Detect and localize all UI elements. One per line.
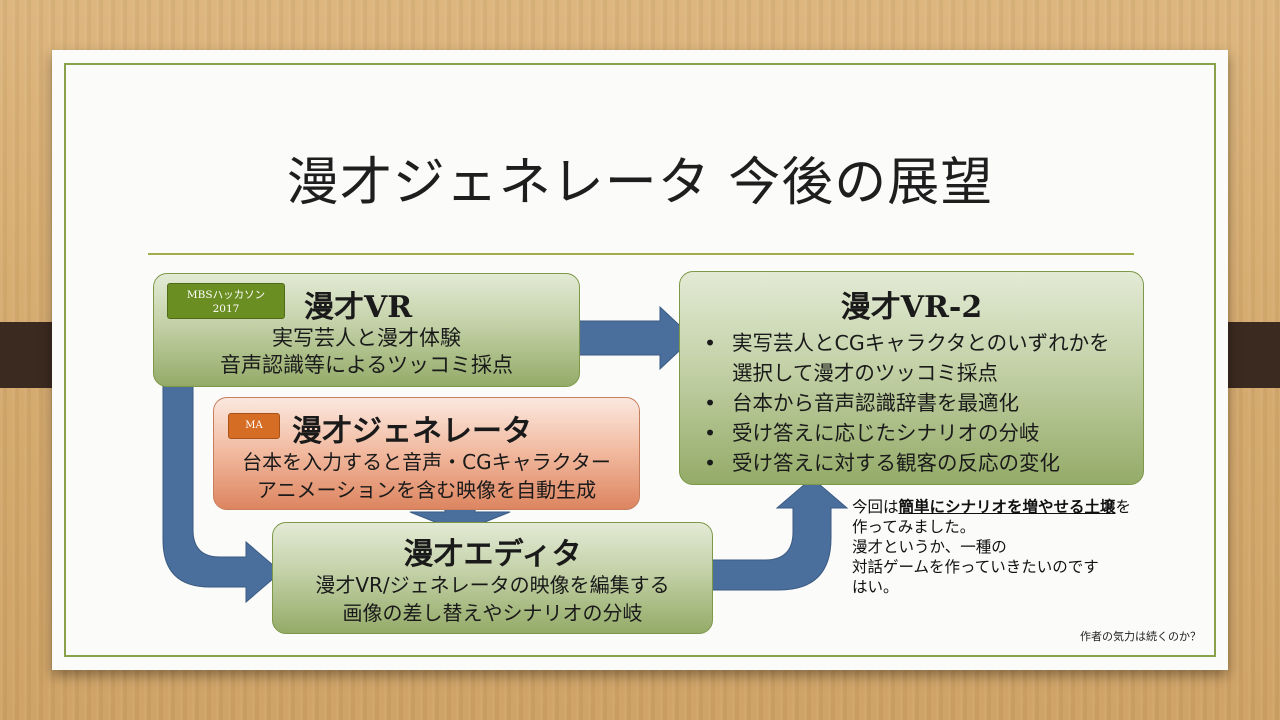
arrow-vr-to-editor (162, 372, 282, 604)
vr2-item-text: 受け答えに対する観客の反応の変化 (732, 451, 1060, 475)
note-line-2: 作ってみました。 (852, 518, 976, 536)
bullet-icon: • (704, 331, 717, 355)
box-manzai-generator: 漫才ジェネレータ 台本を入力すると音声・CGキャラクター アニメーションを含む映… (213, 397, 640, 510)
box-generator-line-2: アニメーションを含む映像を自動生成 (256, 478, 597, 502)
box-manzai-editor: 漫才エディタ 漫才VR/ジェネレータの映像を編集する 画像の差し替えやシナリオの… (272, 522, 713, 634)
box-editor-line-1: 漫才VR/ジェネレータの映像を編集する (315, 573, 670, 597)
badge-ma: MA (228, 413, 280, 439)
arrow-vr-to-vr2 (572, 305, 694, 371)
note-line-1: 今回は簡単にシナリオを増やせる土壌を (852, 497, 1182, 517)
vr2-item-text-cont: 選択して漫才のツッコミ採点 (732, 361, 998, 385)
note-line-3: 漫才というか、一種の (852, 538, 1007, 556)
vr2-item: • 実写芸人とCGキャラクタとのいずれかを 選択して漫才のツッコミ採点 (704, 328, 1110, 388)
vr2-item-text: 受け答えに応じたシナリオの分岐 (732, 421, 1040, 445)
box-manzai-vr2: 漫才VR-2 • 実写芸人とCGキャラクタとのいずれかを 選択して漫才のツッコミ… (679, 271, 1144, 485)
box-generator-line-1: 台本を入力すると音声・CGキャラクター (242, 450, 611, 474)
vr2-item-text: 台本から音声認識辞書を最適化 (732, 391, 1019, 415)
note-suffix: を (1115, 498, 1132, 516)
vr2-item: • 台本から音声認識辞書を最適化 (704, 388, 1110, 418)
arrow-editor-to-vr2 (708, 477, 849, 591)
slide-frame (64, 63, 1216, 657)
note-line-4: 対話ゲームを作っていきたいのです (852, 558, 1099, 576)
bullet-icon: • (704, 421, 717, 445)
box-editor-line-2: 画像の差し替えやシナリオの分岐 (342, 601, 643, 625)
note-line-5: はい。 (852, 578, 899, 596)
slide-title: 漫才ジェネレータ 今後の展望 (286, 153, 994, 213)
box-vr-line-1: 実写芸人と漫才体験 (272, 326, 461, 350)
badge-mbs-hackathon: MBSハッカソン2017 (167, 283, 285, 319)
note-prefix: 今回は (852, 498, 899, 516)
box-vr-title: 漫才VR (304, 290, 413, 325)
vr2-item: • 受け答えに対する観客の反応の変化 (704, 448, 1110, 478)
note-emphasis: 簡単にシナリオを増やせる土壌 (898, 498, 1116, 516)
box-vr-line-2: 音声認識等によるツッコミ採点 (220, 353, 513, 377)
box-generator-title: 漫才ジェネレータ (292, 414, 532, 449)
footnote: 作者の気力は続くのか？ (1080, 630, 1201, 643)
vr2-item: • 受け答えに応じたシナリオの分岐 (704, 418, 1110, 448)
box-editor-title: 漫才エディタ (403, 537, 582, 572)
bullet-icon: • (704, 451, 717, 475)
vr2-bullet-list: • 実写芸人とCGキャラクタとのいずれかを 選択して漫才のツッコミ採点 • 台本… (704, 328, 1110, 478)
title-divider (148, 253, 1134, 255)
box-vr2-title: 漫才VR-2 (840, 290, 983, 325)
bullet-icon: • (704, 391, 717, 415)
side-note: 今回は簡単にシナリオを増やせる土壌を 作ってみました。 漫才というか、一種の 対… (852, 497, 1182, 597)
vr2-item-text: 実写芸人とCGキャラクタとのいずれかを (732, 331, 1110, 355)
